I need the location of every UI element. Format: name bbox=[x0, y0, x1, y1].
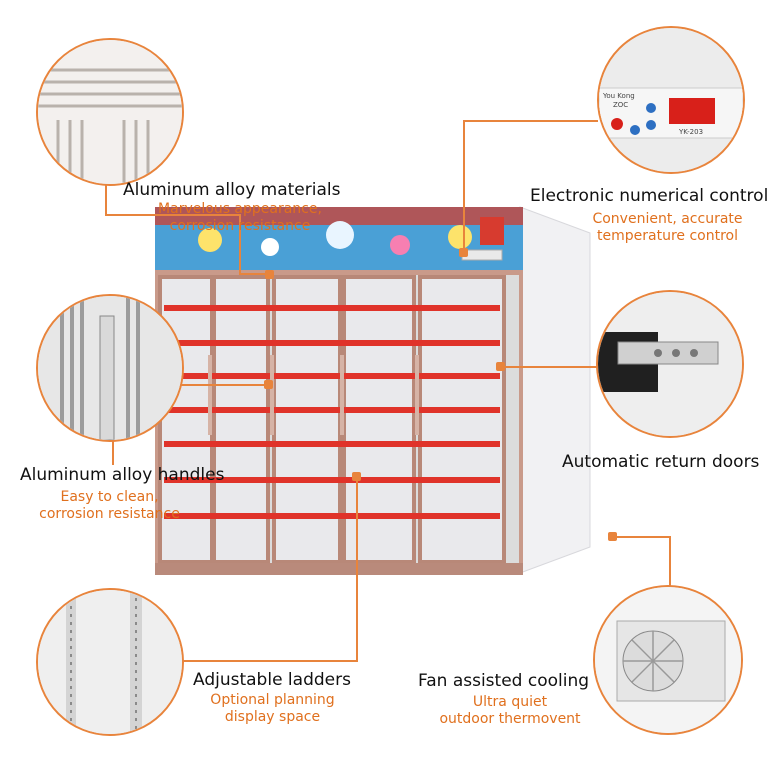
materials-sub1: Marvelous appearance, bbox=[158, 201, 322, 217]
control-panel-photo: You Kong ZOC YK-203 bbox=[597, 26, 745, 174]
cooling-subtitle: Ultra quiet outdoor thermovent bbox=[420, 694, 600, 728]
ladders-sub1: Optional planning bbox=[210, 692, 335, 708]
cooling-title: Fan assisted cooling bbox=[418, 671, 590, 691]
handles-sub2: corrosion resistance bbox=[39, 506, 180, 522]
connector-doors-h bbox=[500, 366, 600, 368]
connector-control-h bbox=[463, 120, 598, 122]
control-title: Electronic numerical control bbox=[530, 186, 769, 206]
materials-photo bbox=[36, 38, 184, 186]
connector-handles-h bbox=[112, 384, 267, 386]
ladders-sub2: display space bbox=[224, 709, 321, 725]
connector-handles-v bbox=[112, 440, 114, 465]
handles-title: Aluminum alloy handles bbox=[20, 465, 225, 485]
ladders-title: Adjustable ladders bbox=[193, 670, 351, 690]
control-brand: You Kong bbox=[603, 92, 635, 100]
marker-materials bbox=[265, 270, 274, 279]
connector-materials-h2 bbox=[239, 273, 269, 275]
ladders-subtitle: Optional planning display space bbox=[185, 692, 360, 726]
doors-photo bbox=[596, 290, 744, 438]
doors-title: Automatic return doors bbox=[562, 452, 760, 472]
marker-doors bbox=[496, 362, 505, 371]
control-subtitle: Convenient, accurate temperature control bbox=[580, 211, 755, 245]
connector-ladders-h bbox=[180, 660, 358, 662]
connector-materials-v bbox=[105, 183, 107, 215]
connector-materials-h bbox=[105, 214, 240, 216]
control-sub1: Convenient, accurate bbox=[592, 211, 743, 227]
connector-control-v bbox=[463, 120, 465, 250]
control-sub2: temperature control bbox=[597, 228, 738, 244]
cooling-photo bbox=[593, 585, 743, 735]
cooling-sub1: Ultra quiet bbox=[472, 694, 548, 710]
marker-control bbox=[459, 248, 468, 257]
cooling-sub2: outdoor thermovent bbox=[439, 711, 581, 727]
marker-ladders bbox=[352, 472, 361, 481]
display-fridge bbox=[150, 195, 605, 590]
marker-handles bbox=[264, 380, 273, 389]
materials-sub2: corrosion resistance bbox=[169, 218, 311, 234]
materials-subtitle: Marvelous appearance, corrosion resistan… bbox=[150, 201, 330, 235]
handles-subtitle: Easy to clean, corrosion resistance bbox=[22, 489, 197, 523]
materials-title: Aluminum alloy materials bbox=[123, 180, 341, 200]
connector-ladders-v bbox=[356, 478, 358, 661]
marker-cooling bbox=[608, 532, 617, 541]
connector-cooling-h bbox=[612, 536, 670, 538]
control-brand-sub: ZOC bbox=[613, 101, 629, 109]
connector-materials-v2 bbox=[239, 214, 241, 274]
handles-photo bbox=[36, 294, 184, 442]
connector-cooling-v bbox=[669, 536, 671, 586]
control-model: YK-203 bbox=[679, 128, 704, 136]
handles-sub1: Easy to clean, bbox=[60, 489, 159, 505]
ladders-photo bbox=[36, 588, 184, 736]
